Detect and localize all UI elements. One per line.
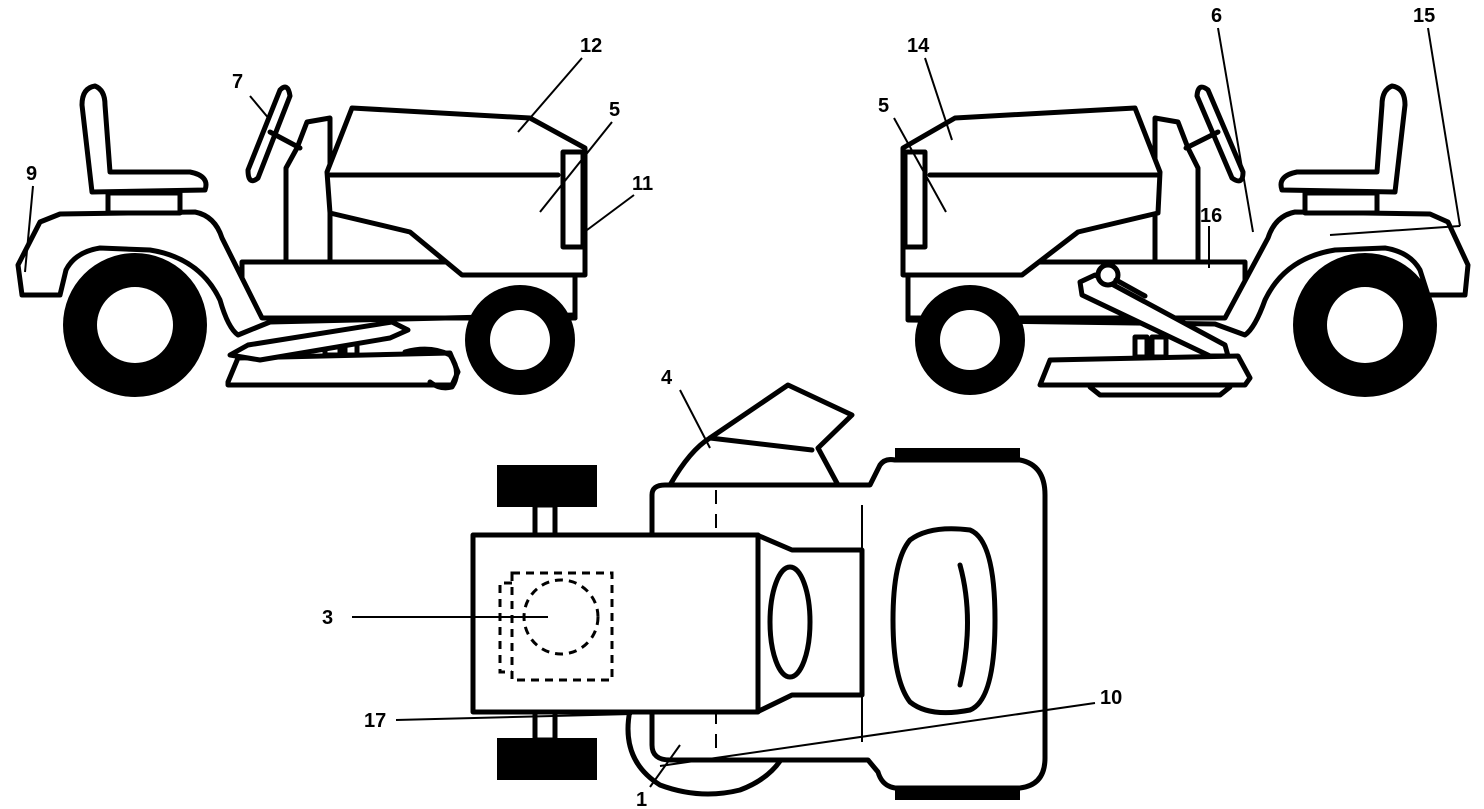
top-discharge-chute bbox=[667, 382, 855, 488]
leader-15-tail bbox=[1329, 225, 1461, 236]
top-seat bbox=[890, 526, 998, 716]
top-engine-tab bbox=[498, 581, 512, 674]
label-9: 9 bbox=[26, 163, 37, 185]
left-side-view: 7 12 5 11 9 bbox=[15, 35, 653, 397]
label-1: 1 bbox=[636, 789, 647, 809]
top-seat-edge bbox=[957, 562, 970, 688]
top-headlight-lens bbox=[767, 564, 813, 680]
left-steering-column bbox=[283, 115, 333, 265]
right-grille bbox=[902, 149, 928, 250]
label-5-right: 5 bbox=[878, 95, 889, 117]
right-foot-pedal bbox=[1077, 272, 1231, 359]
right-steering-wheel bbox=[1194, 84, 1246, 184]
label-7: 7 bbox=[232, 71, 243, 93]
label-10: 10 bbox=[1100, 687, 1122, 709]
right-rear-fender bbox=[905, 209, 1471, 338]
label-15: 15 bbox=[1413, 5, 1435, 27]
right-side-view: 14 5 6 15 16 bbox=[878, 5, 1471, 398]
label-14: 14 bbox=[907, 35, 930, 57]
right-deck-mount-1 bbox=[1132, 334, 1150, 360]
leader-5-left bbox=[539, 121, 613, 213]
leader-7 bbox=[249, 95, 271, 121]
leader-5-right bbox=[893, 117, 947, 213]
top-view: 4 3 17 10 1 bbox=[322, 367, 1122, 809]
label-6: 6 bbox=[1211, 5, 1222, 27]
leader-1 bbox=[649, 744, 681, 788]
left-deck-chute bbox=[402, 346, 459, 391]
right-deck-bottom bbox=[1087, 384, 1233, 398]
leader-17 bbox=[395, 713, 633, 721]
label-17: 17 bbox=[364, 710, 386, 732]
left-rear-wheel-hub bbox=[97, 287, 173, 363]
left-front-wheel-hub bbox=[490, 310, 550, 370]
right-steering-shaft bbox=[1183, 129, 1221, 151]
right-front-wheel-hub bbox=[940, 310, 1000, 370]
left-rear-fender bbox=[15, 209, 578, 338]
right-hood bbox=[900, 105, 1163, 278]
right-seat-base bbox=[1302, 190, 1380, 216]
right-deck-mount-2 bbox=[1149, 334, 1169, 360]
top-rear-tire-lower bbox=[497, 738, 597, 780]
top-chute-inner bbox=[707, 435, 815, 453]
leader-12 bbox=[517, 57, 583, 133]
top-engine-outline bbox=[510, 571, 614, 682]
label-3: 3 bbox=[322, 607, 333, 629]
left-foot-pedal bbox=[227, 319, 411, 363]
right-rear-wheel-hub bbox=[1327, 287, 1403, 363]
left-seat-base bbox=[105, 190, 183, 216]
leader-15 bbox=[1427, 27, 1461, 227]
left-hood bbox=[324, 105, 588, 278]
leader-9 bbox=[24, 185, 34, 273]
left-grille bbox=[560, 149, 586, 250]
leader-11 bbox=[582, 194, 635, 234]
label-4: 4 bbox=[661, 367, 673, 389]
left-seat-back bbox=[79, 83, 209, 195]
left-steering-shaft bbox=[267, 129, 303, 151]
right-key-knob bbox=[1095, 262, 1121, 288]
right-steering-column bbox=[1152, 115, 1201, 265]
leader-14 bbox=[924, 57, 953, 141]
label-11: 11 bbox=[632, 173, 653, 195]
label-16: 16 bbox=[1200, 205, 1222, 227]
leader-6 bbox=[1217, 27, 1254, 233]
top-rear-tire-upper bbox=[497, 465, 597, 507]
leader-4 bbox=[679, 389, 711, 449]
label-12: 12 bbox=[580, 35, 602, 57]
right-mower-deck bbox=[1037, 353, 1253, 388]
top-body bbox=[470, 532, 761, 715]
leader-10 bbox=[659, 702, 1096, 767]
label-5-left: 5 bbox=[609, 99, 620, 121]
right-key-shaft bbox=[1113, 277, 1148, 299]
right-seat-back bbox=[1278, 83, 1408, 195]
